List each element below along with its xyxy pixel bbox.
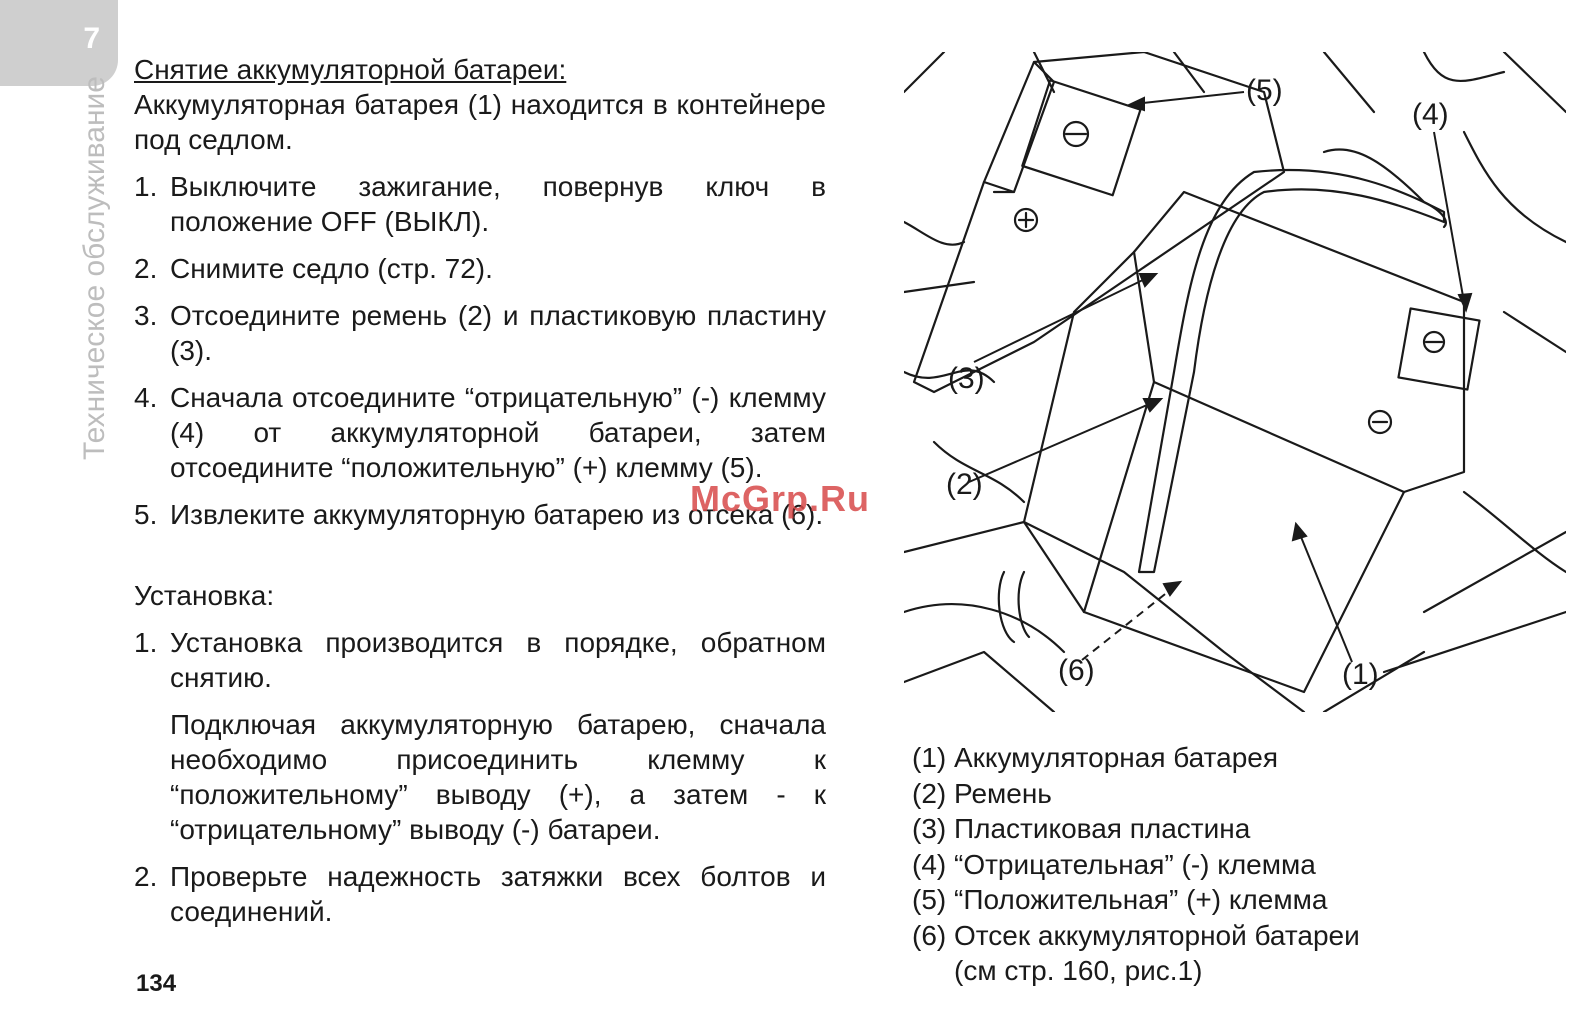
negative-terminal: [1397, 307, 1481, 391]
removal-step: 3. Отсоедините ремень (2) и пластиковую п…: [134, 298, 826, 368]
chapter-tab: 7: [0, 0, 118, 86]
step-number: 5.: [134, 499, 158, 530]
step-number: 4.: [134, 382, 158, 413]
callout-1: (1): [1342, 658, 1379, 691]
legend-item: (3) Пластиковая пластина: [912, 813, 1251, 844]
instruction-column: Снятие аккумуляторной батареи: Аккумулят…: [134, 52, 826, 941]
removal-step: 5. Извлеките аккумуляторную батарею из от…: [134, 497, 826, 532]
step-number: 3.: [134, 300, 158, 331]
removal-step: 4. Сначала отсоедините “отрицательную” (-…: [134, 380, 826, 485]
removal-intro: Аккумуляторная батарея (1) находится в к…: [134, 89, 826, 155]
step-text: Установка производится в порядке, обратн…: [170, 627, 826, 693]
legend-item: (2) Ремень: [912, 777, 1052, 809]
legend-item: (1) Аккумуляторная батарея: [912, 742, 1278, 773]
watermark: McGrp.Ru: [690, 478, 871, 519]
step-text: Извлеките аккумуляторную батарею из отсе…: [170, 499, 824, 530]
callout-6: (6): [1058, 654, 1095, 687]
chapter-number: 7: [83, 22, 100, 55]
leader-line: [1433, 131, 1465, 303]
leader-line: [1298, 531, 1353, 663]
positive-terminal: [1021, 79, 1142, 197]
installation-steps-cont: 2. Проверьте надежность затяжки всех болт…: [134, 859, 826, 929]
leader-line: [1081, 586, 1175, 661]
removal-steps: 1. Выключите зажигание, повернув ключ в п…: [134, 169, 826, 532]
installation-step: 2. Проверьте надежность затяжки всех болт…: [134, 859, 826, 929]
removal-step: 1. Выключите зажигание, повернув ключ в п…: [134, 169, 826, 239]
page-number: 134: [136, 970, 177, 997]
battery-diagram: (5) (4) (3) (2) (6) (1): [904, 52, 1566, 712]
callout-4: (4): [1412, 98, 1449, 131]
chapter-side-label: Техническое обслуживание: [78, 76, 111, 460]
leader-line: [1133, 91, 1245, 105]
step-number: 1.: [134, 171, 158, 202]
frame-lines: [904, 52, 1566, 712]
step-text: Снимите седло (стр. 72).: [170, 253, 493, 284]
leader-line: [973, 276, 1150, 363]
installation-step: 1. Установка производится в порядке, обра…: [134, 625, 826, 695]
step-text: Проверьте надежность затяжки всех болтов…: [170, 861, 826, 927]
removal-heading: Снятие аккумуляторной батареи:: [134, 54, 567, 85]
leader-line: [968, 401, 1155, 483]
step-text: Сначала отсоедините “отрицательную” (-) …: [170, 382, 826, 483]
installation-heading: Установка:: [134, 580, 275, 611]
step-text: Выключите зажигание, повернув ключ в пол…: [170, 171, 826, 237]
figure-legend: (1) Аккумуляторная батарея (2) Ремень (3…: [912, 740, 1572, 989]
battery-body: [1132, 190, 1466, 494]
callout-5: (5): [1246, 74, 1283, 107]
step-text: Отсоедините ремень (2) и пластиковую пла…: [170, 300, 826, 366]
legend-item: (5) “Положительная” (+) клемма: [912, 884, 1328, 915]
step-number: 2.: [134, 253, 158, 284]
strap: [1137, 168, 1446, 574]
plastic-plate: [912, 52, 1286, 394]
legend-item: (4) “Отрицательная” (-) клемма: [912, 848, 1316, 880]
legend-item-continuation: (см стр. 160, рис.1): [954, 955, 1203, 986]
installation-steps: 1. Установка производится в порядке, обра…: [134, 625, 826, 695]
removal-step: 2. Снимите седло (стр. 72).: [134, 251, 826, 286]
installation-note: Подключая аккумуляторную батарею, сначал…: [170, 709, 826, 845]
callout-3: (3): [948, 362, 985, 395]
step-number: 1.: [134, 627, 158, 658]
legend-item: (6) Отсек аккумуляторной батареи: [912, 919, 1360, 951]
callout-2: (2): [946, 468, 983, 501]
step-number: 2.: [134, 861, 158, 892]
